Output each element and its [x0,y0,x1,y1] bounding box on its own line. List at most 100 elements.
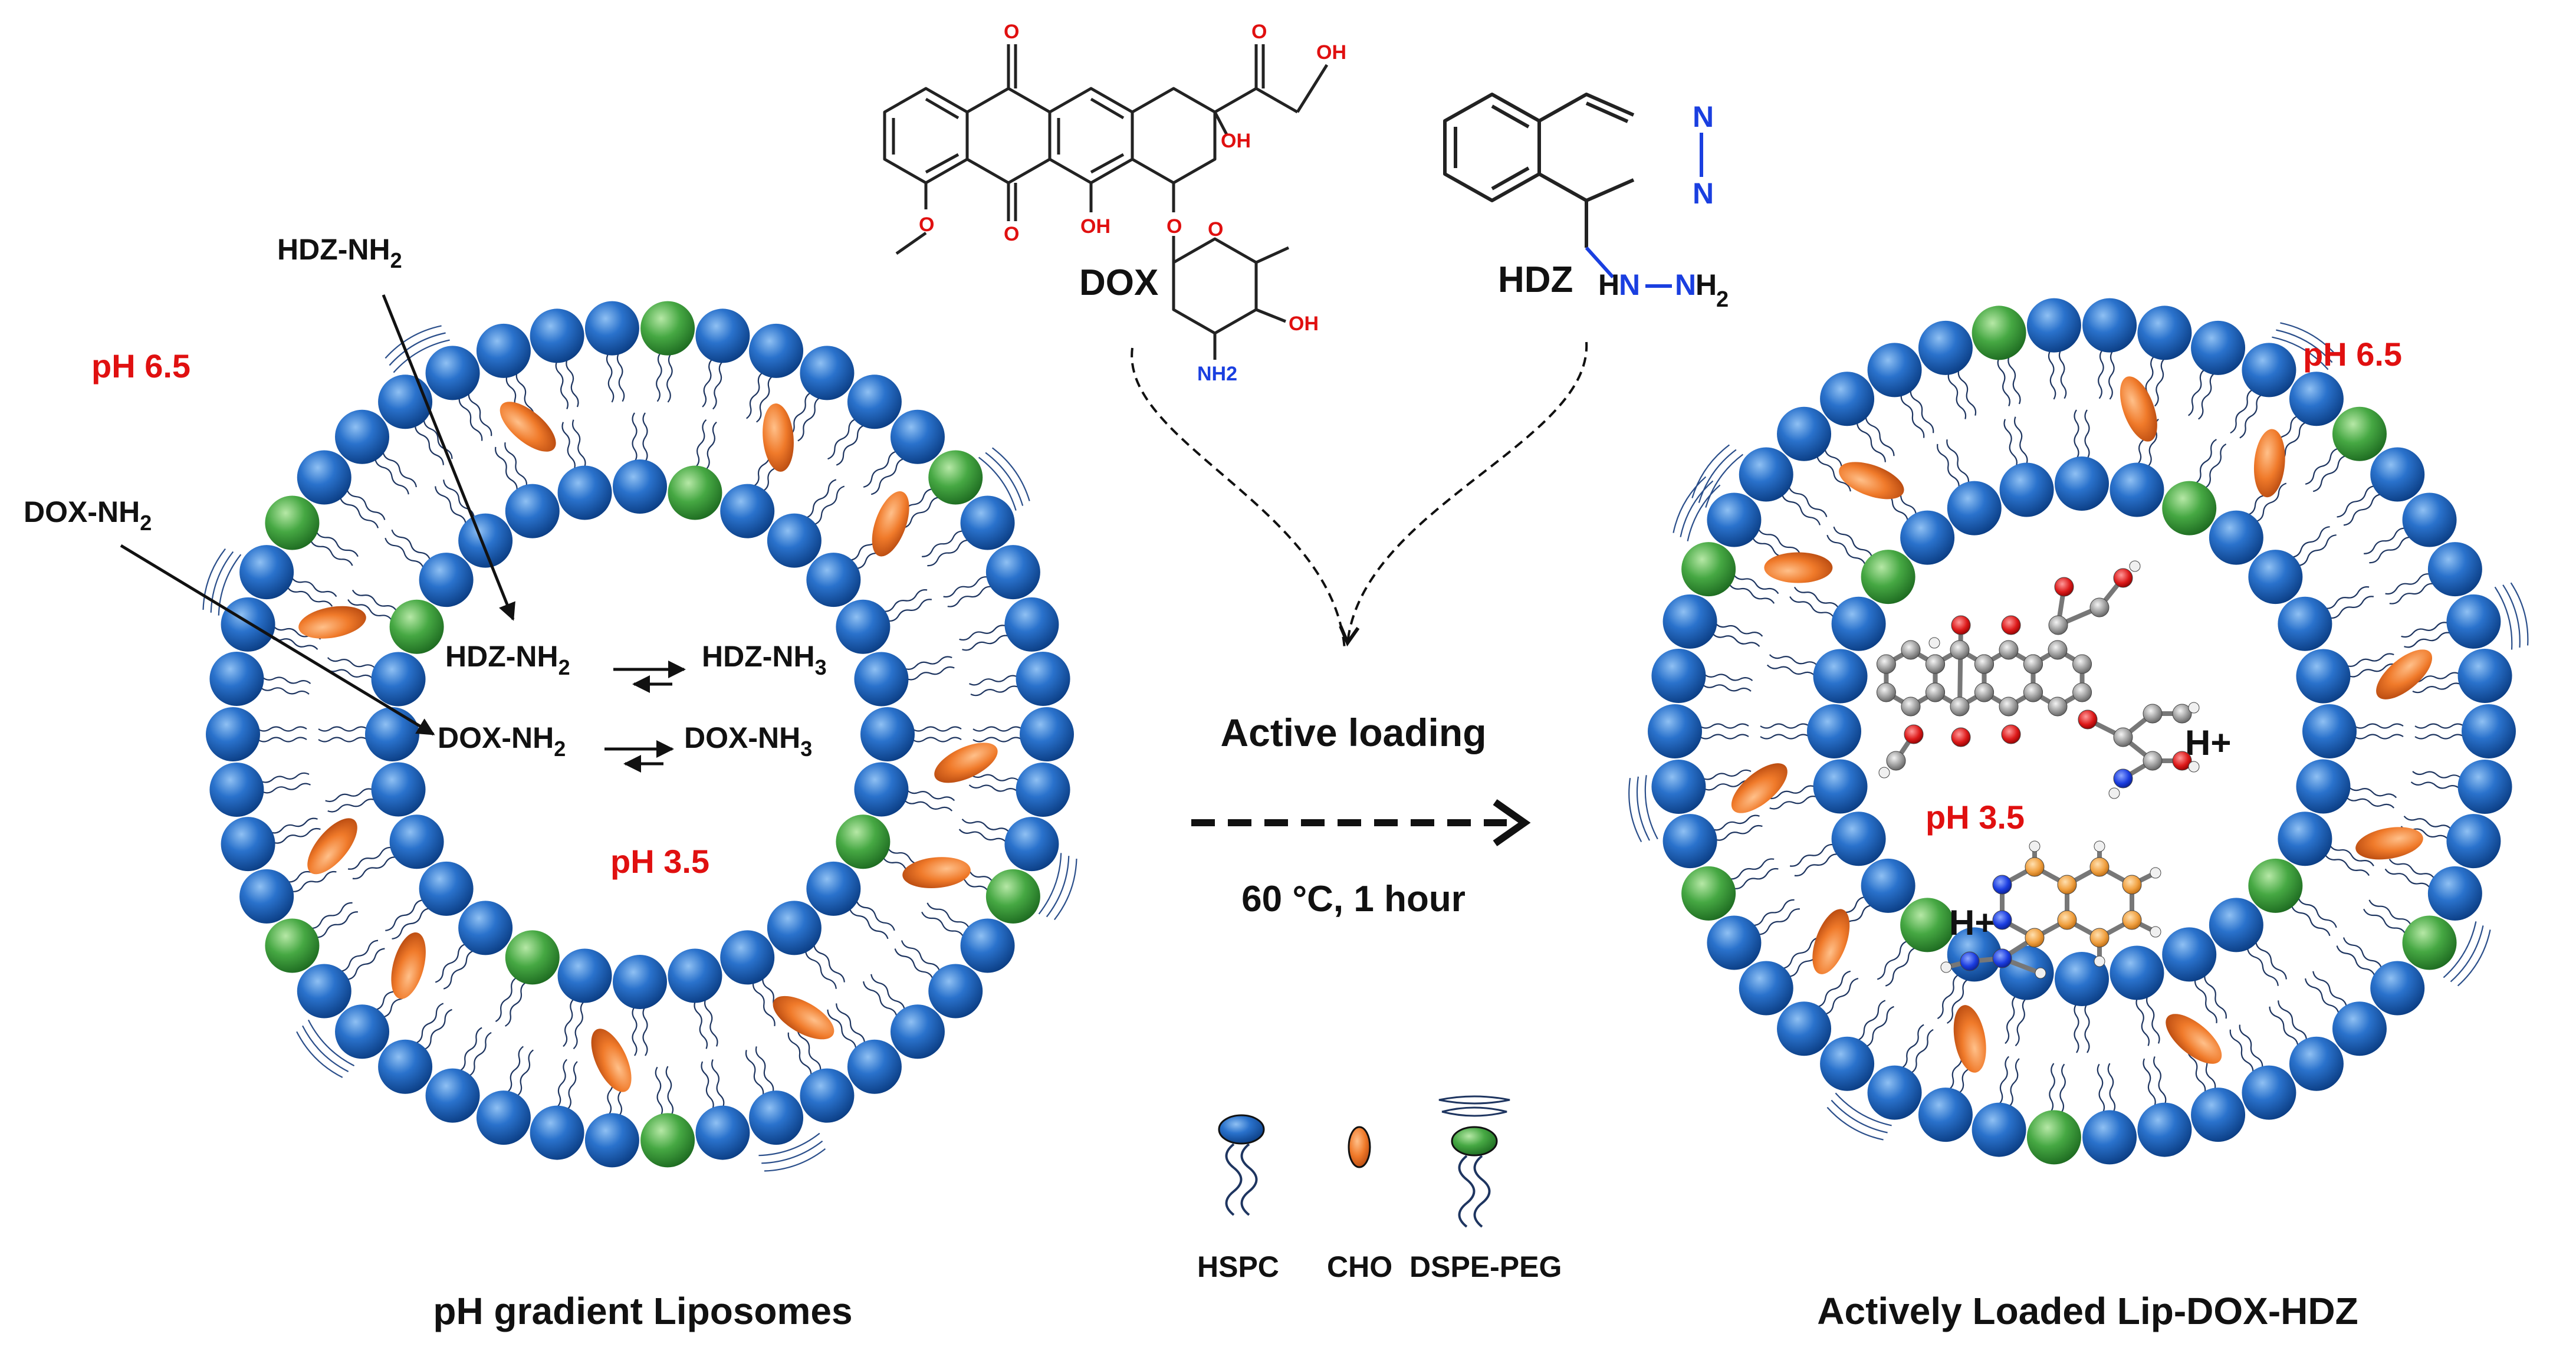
lipid-tail [2305,448,2339,485]
lipid-tail [2098,349,2104,399]
hspc-head [960,495,1015,550]
lipid-tail [458,397,483,441]
hspc-head [476,1090,531,1145]
lipid-tail [1910,389,1934,433]
eq1-left-species: HDZ-NH2 [445,640,570,679]
hspc-head [1900,510,1955,565]
hspc-head [2242,343,2296,398]
lipid-tail [352,856,397,879]
atom [1928,637,1940,649]
atom [2072,682,2092,702]
peg-chain [296,1019,355,1078]
lipid-tail [797,1027,822,1072]
dspe-peg-head [1972,305,2026,360]
lipid-tail [901,496,940,529]
lipid-tail [2146,996,2160,1044]
hdz-structure [1443,93,1703,288]
lipid-tail [2363,908,2407,935]
lipid-tail [1833,526,1873,558]
lipid-tail [1711,633,1760,647]
lipid-tail [827,418,856,460]
lipid-tail [863,451,897,488]
lipid-tail [904,656,952,670]
hspc-head [1813,759,1868,814]
dspe-peg-head [2248,858,2303,913]
hspc-head [1867,343,1922,398]
hspc-head [890,1004,945,1059]
cholesterol [2355,827,2423,860]
atom [1974,654,1994,674]
cholesterol [591,1029,632,1092]
peg-chain [978,447,1030,511]
eq1-right-species: HDZ-NH3 [702,640,827,679]
lipid-tail [261,783,311,794]
right-outer-ph-label: pH 6.5 [2303,336,2402,373]
legend: HSPC CHO DSPE-PEG [1197,1095,1562,1283]
cholesterol [1839,462,1904,500]
lipid-tail [922,530,964,557]
loading-arrow-head [1493,799,1531,846]
lipid-tail [863,981,898,1017]
cholesterol [1764,552,1833,583]
lipid-tail [2187,1047,2206,1093]
lipid-tail [2384,868,2431,889]
atom [1992,875,2012,895]
atom [2001,724,2021,744]
peg-chain [1826,1092,1892,1141]
lipid-tail [1947,373,1967,419]
dspe-peg-head [2162,481,2217,536]
atom [2094,840,2105,852]
lipid-tail [1946,439,1970,484]
hspc-head [1004,597,1059,652]
atom [2048,640,2068,660]
svg-text:O: O [1251,21,1267,43]
svg-text:N: N [1693,100,1714,133]
lipid-tail [346,948,385,980]
lipid-tail [805,479,837,519]
lipid-tail [849,908,889,939]
lipid-tail [1714,622,1763,637]
hspc-head [1947,481,2002,536]
atom [1925,682,1945,702]
lipid-tail [959,625,1007,641]
dox-ball-and-stick-model [1876,560,2200,799]
atom [1992,910,2012,930]
lipid-tail [2005,995,2017,1044]
lipid-tail [2404,632,2452,648]
lipid-tail [702,358,713,408]
cholesterol [391,932,426,999]
right-caption: Actively Loaded Lip-DOX-HDZ [1817,1290,2358,1332]
lipid-tail [1752,899,1795,927]
hspc-head [1999,945,2054,1000]
lipid-tail [2312,455,2347,492]
hspc-head [767,513,822,568]
lipid-tail [287,586,333,607]
lipid-tail [2403,816,2452,830]
hspc-head [2209,510,2263,565]
process-label: Active loading [1220,711,1486,754]
lipid-tail [435,486,466,525]
hspc-head [297,964,351,1019]
hspc-head [613,459,667,514]
lipid-tail [1885,947,1917,987]
cholesterol [2376,649,2433,699]
atom [1878,767,1890,778]
lipid-tail [567,1061,578,1111]
hspc-head [2370,961,2425,1016]
hspc-head [836,599,891,654]
left-caption: pH gradient Liposomes [433,1290,852,1332]
hspc-head [378,1039,433,1094]
lipid-tail [2385,573,2431,595]
atom [2122,910,2142,930]
hspc-head [613,955,667,1009]
right-inner-ph-label: pH 3.5 [1926,799,2025,836]
lipid-tail [310,540,353,566]
lipid-tail [2305,978,2340,1014]
hspc-head [1813,649,1868,704]
svg-text:O: O [1004,223,1019,245]
lipid-tail [423,1008,452,1050]
peg-chain [1673,476,1721,541]
lipid-tail [2255,941,2287,980]
hspc-head [2162,927,2217,982]
hspc-head [800,1068,855,1123]
